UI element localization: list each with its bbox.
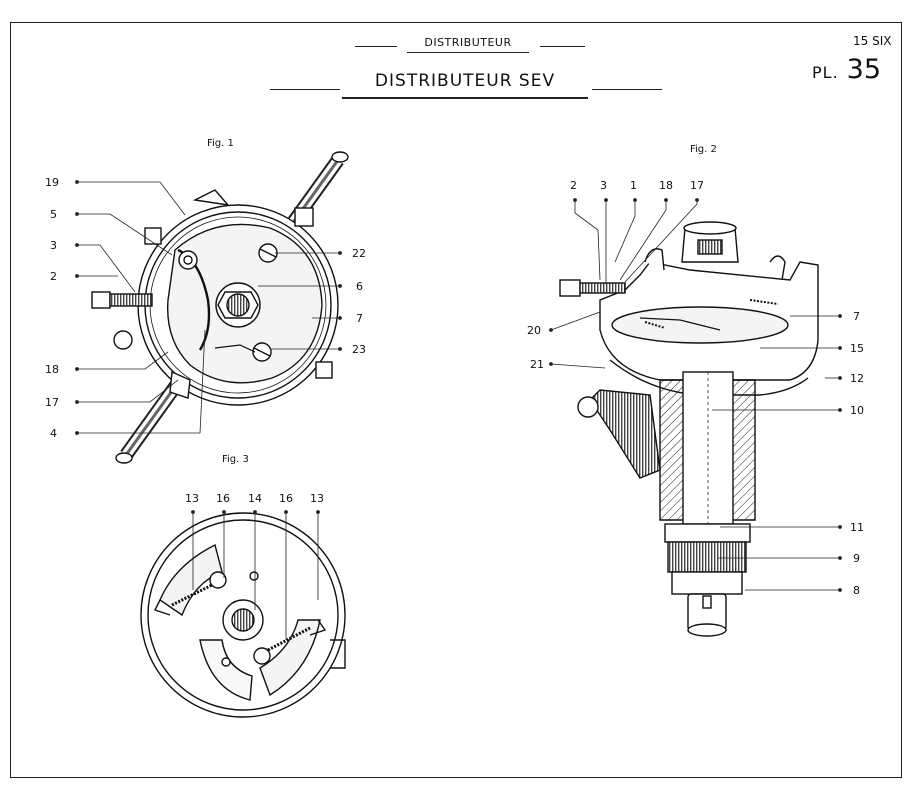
fig2-callout: 7 [853, 310, 860, 323]
fig3-label: Fig. 3 [222, 454, 249, 465]
main-header: DISTRIBUTEUR SEV [270, 68, 662, 100]
plate-prefix: PL. [812, 63, 839, 82]
fig1-callouts: 19 5 3 2 18 17 4 22 6 7 23 [45, 176, 366, 440]
section-title-underline [407, 52, 529, 53]
fig2-leaders [549, 198, 842, 592]
fig1-callout: 2 [50, 270, 57, 283]
fig2-callout: 15 [850, 342, 864, 355]
fig2-callout: 17 [690, 179, 704, 192]
fig1-callout: 5 [50, 208, 57, 221]
fig3-drawing [140, 512, 346, 718]
fig2-callout: 1 [630, 179, 637, 192]
fig1-callout: 23 [352, 343, 366, 356]
fig2-callout: 18 [659, 179, 673, 192]
header-rule-left [355, 46, 397, 47]
fig1-callout: 17 [45, 396, 59, 409]
fig3-callouts: 13 16 14 16 13 [185, 492, 324, 505]
fig1-callout: 19 [45, 176, 59, 189]
plate-frame [10, 22, 902, 778]
fig2-callout: 10 [850, 404, 864, 417]
fig3-callout: 13 [185, 492, 199, 505]
fig1-callout: 22 [352, 247, 366, 260]
fig3-leaders [191, 510, 320, 640]
model-label: 15 SIX [853, 34, 892, 48]
fig1-drawing [91, 151, 349, 464]
fig2-label: Fig. 2 [690, 144, 717, 155]
fig1-callout: 7 [356, 312, 363, 325]
page-title: DISTRIBUTEUR SEV [374, 71, 556, 91]
fig1-callout: 3 [50, 239, 57, 252]
plate-number: PL. 35 [812, 54, 881, 85]
section-header: DISTRIBUTEUR [355, 36, 585, 53]
fig2-callout: 2 [570, 179, 577, 192]
fig2-drawing [559, 221, 819, 637]
page-title-underline [342, 97, 588, 99]
fig3-callout: 13 [310, 492, 324, 505]
fig2-callout: 11 [850, 521, 864, 534]
fig1-callout: 18 [45, 363, 59, 376]
fig1-terminal [91, 291, 153, 350]
plate-number-value: 35 [846, 54, 882, 85]
fig3-callout: 16 [279, 492, 293, 505]
fig2-callout: 3 [600, 179, 607, 192]
fig1-callout: 6 [356, 280, 363, 293]
title-rule-right [592, 89, 662, 90]
fig2-callout: 20 [527, 324, 541, 337]
fig3-callout: 14 [248, 492, 262, 505]
title-rule-left [270, 89, 340, 90]
fig3-callout: 16 [216, 492, 230, 505]
fig1-label: Fig. 1 [207, 138, 234, 149]
fig2-callout: 9 [853, 552, 860, 565]
section-title: DISTRIBUTEUR [424, 36, 512, 49]
header-rule-right [540, 46, 585, 47]
fig1-callout: 4 [50, 427, 57, 440]
fig1-leaders [75, 180, 342, 435]
fig2-callout: 8 [853, 584, 860, 597]
fig2-callout: 12 [850, 372, 864, 385]
fig2-callout: 21 [530, 358, 544, 371]
fig2-callouts: 2 3 1 18 17 20 21 7 15 12 10 11 9 8 [527, 179, 864, 597]
